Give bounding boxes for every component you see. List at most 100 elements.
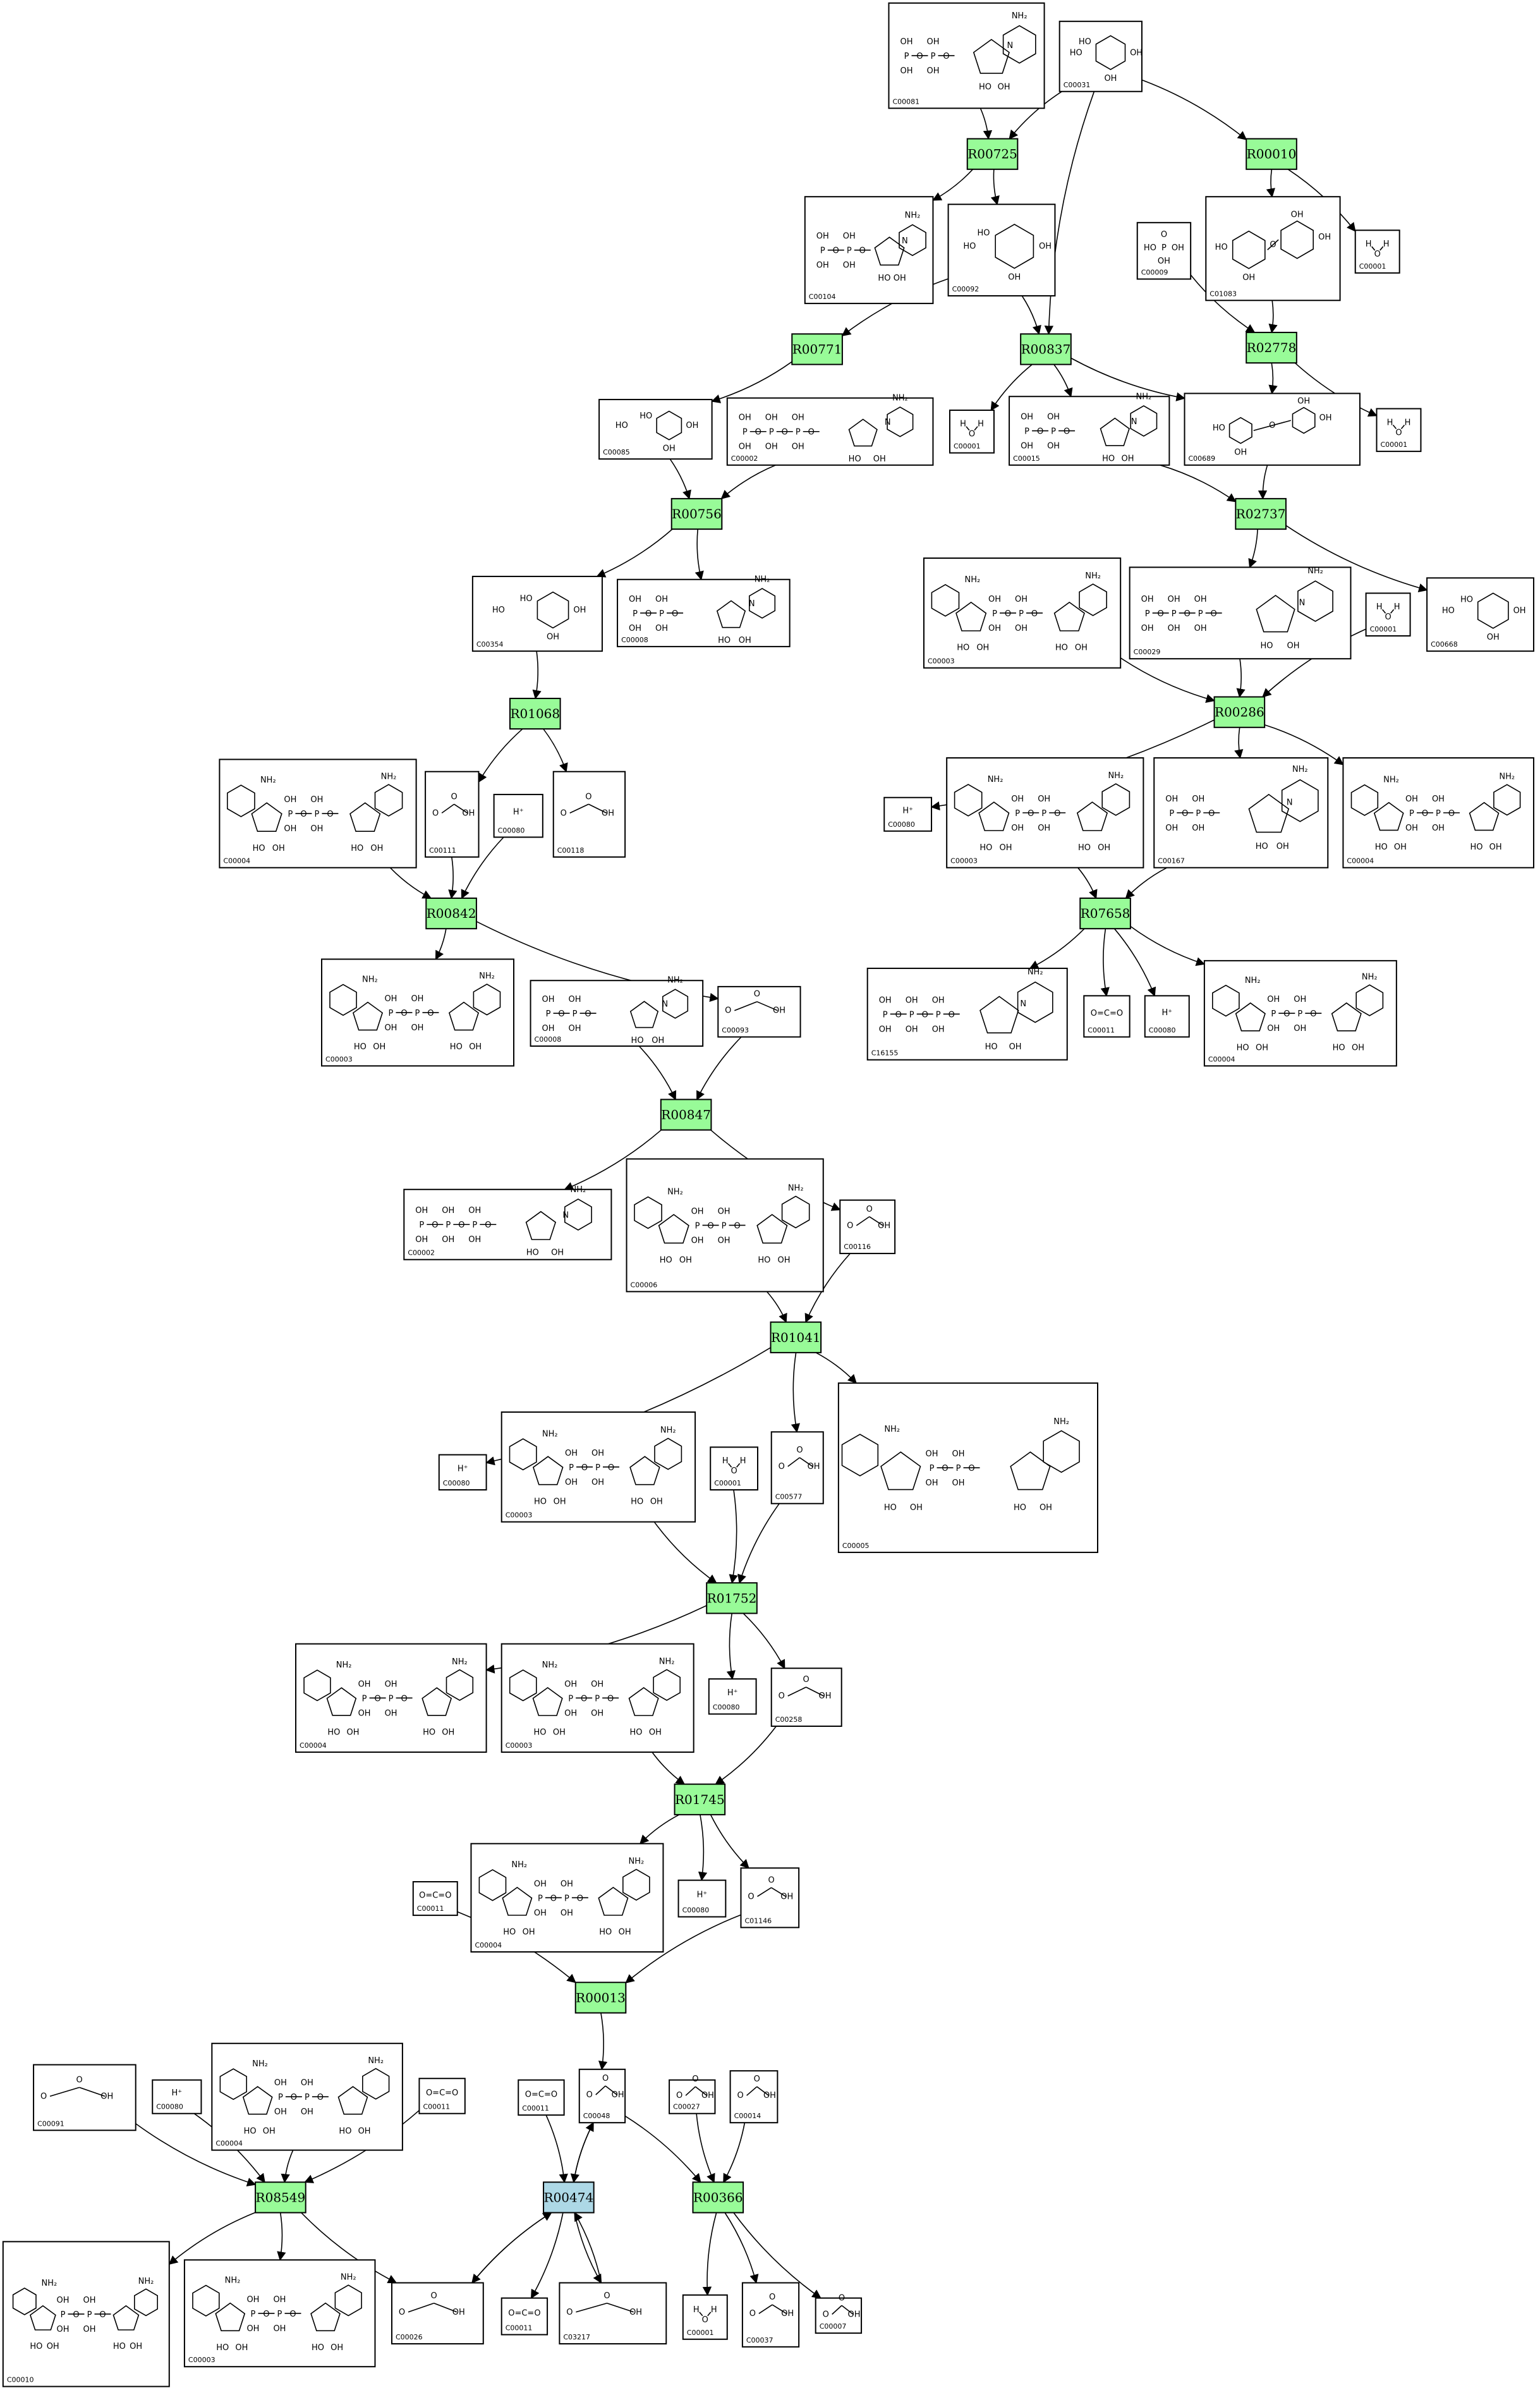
atom-label: O xyxy=(581,1694,587,1703)
atom-label: NH₂ xyxy=(1292,765,1308,774)
atom-label: O=C=O xyxy=(508,2309,540,2319)
reaction-node[interactable]: R01752 xyxy=(706,1582,758,1614)
reaction-node[interactable]: R01068 xyxy=(509,697,561,730)
atom-label: OH xyxy=(739,413,751,423)
reaction-node[interactable]: R00756 xyxy=(670,497,723,530)
compound-node[interactable]: H⁺C00080 xyxy=(1144,995,1190,1038)
compound-id: C00004 xyxy=(223,857,250,865)
reaction-node[interactable]: R02778 xyxy=(1246,331,1297,364)
reaction-node[interactable]: R00286 xyxy=(1213,696,1266,728)
atom-label: OH xyxy=(569,1024,581,1033)
compound-node[interactable]: H⁺C00080 xyxy=(677,1879,727,1918)
reaction-edge xyxy=(530,2212,564,2299)
compound-node[interactable]: H⁺C00080 xyxy=(493,793,543,838)
reaction-node[interactable]: R08549 xyxy=(255,2181,306,2214)
compound-node[interactable]: H⁺C00080 xyxy=(708,1678,757,1715)
reaction-node[interactable]: R00010 xyxy=(1246,138,1297,170)
reaction-node[interactable]: R00847 xyxy=(660,1099,712,1131)
reaction-node[interactable]: R00366 xyxy=(692,2181,744,2214)
reaction-node[interactable]: R00842 xyxy=(425,897,477,930)
atom-label: O xyxy=(749,2309,756,2319)
atom-label: P xyxy=(1198,609,1203,619)
atom-label: OH xyxy=(263,2126,276,2136)
reaction-node[interactable]: R07658 xyxy=(1079,897,1131,930)
reaction-node[interactable]: R01041 xyxy=(770,1321,822,1353)
compound-node[interactable]: H⁺C00080 xyxy=(883,796,933,832)
atom-label: P xyxy=(573,1009,578,1019)
reaction-node[interactable]: R00725 xyxy=(966,138,1019,170)
reaction-node[interactable]: R00771 xyxy=(791,333,843,365)
atom-label: OH xyxy=(1038,824,1050,833)
atom-label: HO xyxy=(30,2342,42,2351)
reaction-node[interactable]: R01745 xyxy=(674,1783,726,1815)
compound-node[interactable]: H⁺C00080 xyxy=(438,1454,487,1491)
reaction-node[interactable]: R00474 xyxy=(543,2181,595,2214)
reaction-node[interactable]: R02737 xyxy=(1235,497,1287,530)
atom-label: NH₂ xyxy=(988,775,1003,784)
reaction-node[interactable]: R00837 xyxy=(1020,333,1072,365)
reaction-node[interactable]: R00013 xyxy=(574,1982,627,2014)
ring xyxy=(628,1687,659,1716)
compound-node[interactable]: H⁺C00080 xyxy=(152,2079,202,2114)
